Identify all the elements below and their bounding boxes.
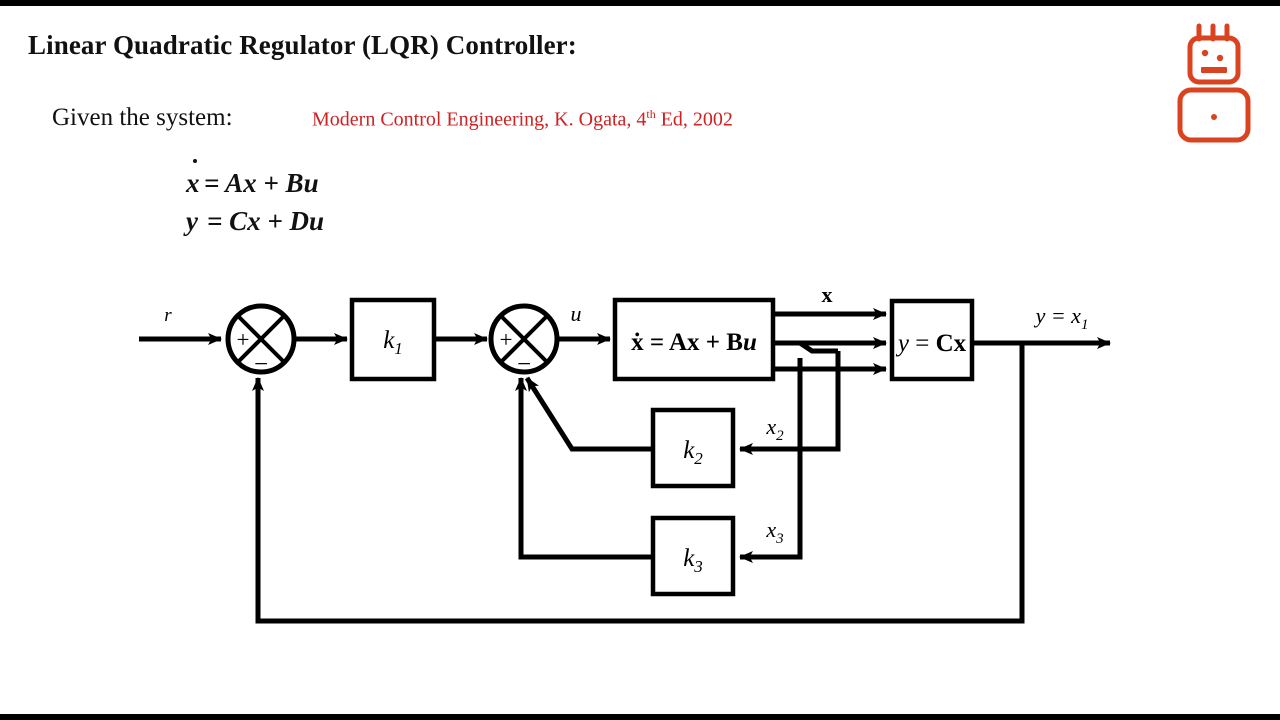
robot-head-logo bbox=[1177, 23, 1251, 143]
signal-label-y: y = x1 bbox=[1034, 303, 1089, 333]
signal-label-r: r bbox=[164, 305, 172, 326]
equation-output: y = Cx + Du bbox=[186, 202, 324, 240]
block-diagram: + − + − k1 ẋ = Ax + Bu y = Cx k2 k3 r u… bbox=[139, 282, 1111, 624]
wire-x2-feedback bbox=[739, 351, 841, 455]
block-plant bbox=[612, 297, 776, 382]
citation-tail: Ed, 2002 bbox=[655, 108, 733, 131]
diagram-blocks bbox=[349, 297, 975, 597]
block-k1 bbox=[349, 297, 437, 382]
citation-main: Modern Control Engineering, K. Ogata, 4 bbox=[312, 108, 647, 131]
equation-state-rhs: = Ax + Bu bbox=[204, 168, 319, 198]
sum1-minus-sign: − bbox=[254, 351, 268, 378]
page-title: Linear Quadratic Regulator (LQR) Control… bbox=[28, 30, 577, 60]
citation-ordinal: th bbox=[646, 107, 656, 121]
signal-label-x: x bbox=[822, 282, 833, 307]
wire-x2-branch-kink bbox=[798, 340, 838, 354]
signal-label-u: u bbox=[571, 301, 582, 326]
logo-body-dot bbox=[1211, 114, 1217, 120]
summing-junction-2: + − bbox=[488, 303, 560, 378]
logo-mouth bbox=[1201, 67, 1227, 73]
sum1-plus-sign: + bbox=[237, 327, 250, 352]
block-output-equation bbox=[889, 298, 975, 382]
x-dot-symbol: x bbox=[186, 159, 202, 202]
diagram-block-labels: k1 ẋ = Ax + Bu y = Cx k2 k3 bbox=[383, 327, 966, 576]
block-k2 bbox=[650, 407, 736, 489]
state-space-equations: x = Ax + Bu y = Cx + Du bbox=[186, 159, 324, 240]
summing-junction-1: + − bbox=[225, 303, 297, 378]
given-system-label: Given the system: bbox=[52, 104, 233, 131]
citation-text: Modern Control Engineering, K. Ogata, 4t… bbox=[312, 107, 733, 132]
logo-body bbox=[1177, 87, 1251, 143]
wire-outer-feedback bbox=[252, 343, 1025, 624]
signal-label-x2: x2 bbox=[765, 414, 784, 444]
equation-output-rhs: = Cx + Du bbox=[207, 206, 325, 236]
logo-eye-right bbox=[1216, 54, 1224, 62]
label-plant: ẋ = Ax + Bu bbox=[631, 329, 757, 356]
sum2-plus-sign: + bbox=[500, 327, 513, 352]
summing-junctions: + − + − bbox=[225, 303, 560, 378]
wire-k2-to-sum2 bbox=[524, 376, 652, 452]
wire-x3-feedback bbox=[739, 358, 803, 563]
equation-state: x = Ax + Bu bbox=[186, 159, 324, 202]
sum2-minus-sign: − bbox=[517, 351, 531, 378]
block-k3 bbox=[650, 515, 736, 597]
label-output-equation: y = Cx bbox=[895, 330, 967, 357]
signal-label-x3: x3 bbox=[765, 517, 783, 547]
wire-k3-to-sum2 bbox=[515, 377, 652, 560]
y-symbol: y bbox=[186, 206, 198, 236]
logo-eye-left bbox=[1201, 49, 1209, 57]
logo-head bbox=[1187, 35, 1241, 85]
